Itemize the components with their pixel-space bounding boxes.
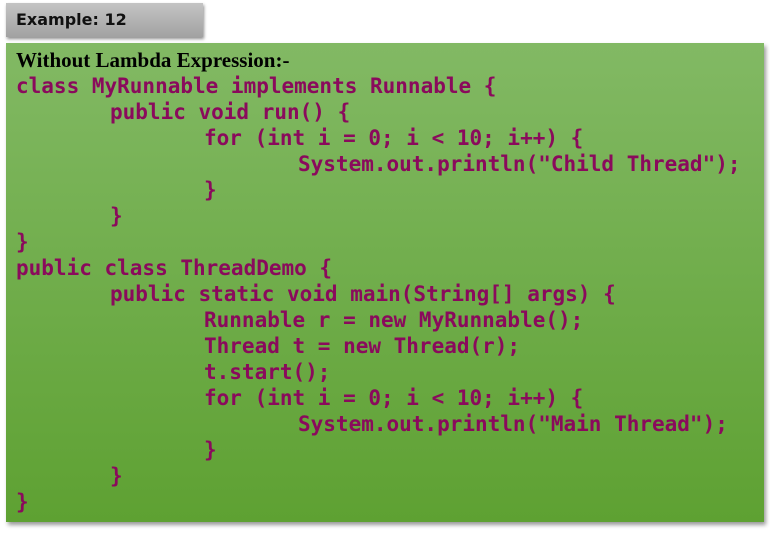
code-line: public class ThreadDemo { (16, 256, 333, 280)
code-block: class MyRunnable implements Runnable {pu… (16, 73, 741, 515)
code-line: class MyRunnable implements Runnable { (16, 74, 497, 98)
code-line: } (204, 178, 217, 202)
code-line: Runnable r = new MyRunnable(); (204, 308, 584, 332)
code-line: } (204, 438, 217, 462)
code-line: public static void main(String[] args) { (110, 282, 616, 306)
code-line: for (int i = 0; i < 10; i++) { (204, 386, 584, 410)
code-heading: Without Lambda Expression:- (16, 48, 290, 72)
code-line: Thread t = new Thread(r); (204, 334, 521, 358)
code-line: } (16, 230, 29, 254)
code-line: for (int i = 0; i < 10; i++) { (204, 126, 584, 150)
code-line: t.start(); (204, 360, 331, 384)
code-line: System.out.println("Child Thread"); (298, 152, 741, 176)
example-label: Example: 12 (6, 3, 203, 37)
code-line: System.out.println("Main Thread"); (298, 412, 728, 436)
code-line: } (110, 204, 123, 228)
code-line: public void run() { (110, 100, 351, 124)
code-panel: Without Lambda Expression:- class MyRunn… (6, 43, 764, 522)
code-line: } (16, 490, 29, 514)
code-line: } (110, 464, 123, 488)
